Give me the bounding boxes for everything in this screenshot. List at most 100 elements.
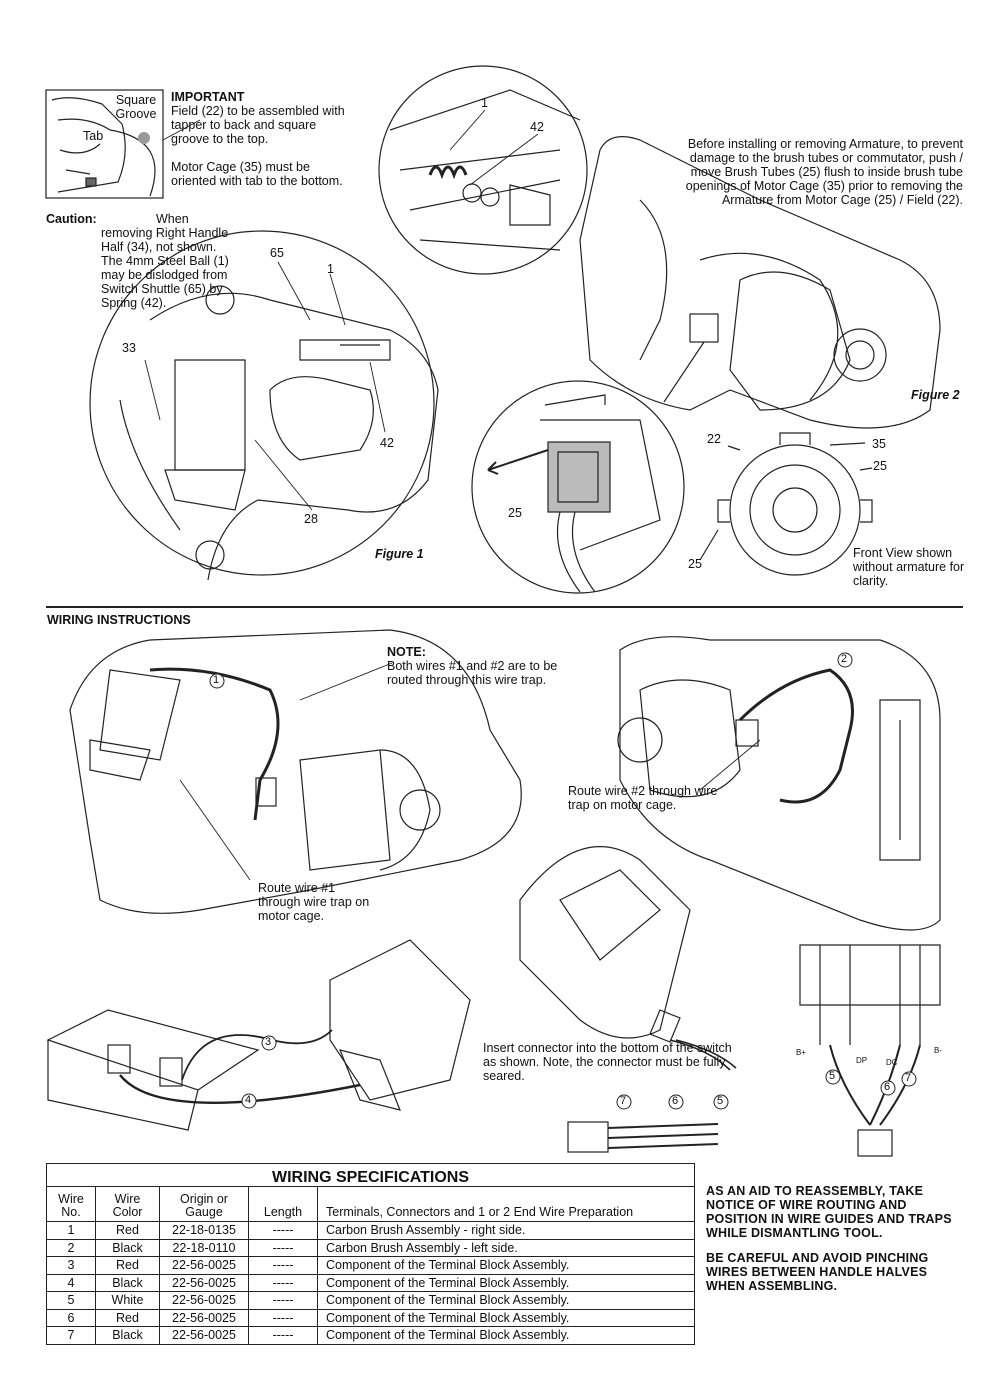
origin-cell: 22-56-0025 bbox=[159, 1256, 249, 1275]
note-heading: NOTE: bbox=[387, 645, 426, 659]
description-cell: Carbon Brush Assembly - left side. bbox=[317, 1238, 695, 1257]
wire-color-cell: Black bbox=[95, 1326, 160, 1345]
wire-no-cell: 1 bbox=[46, 1221, 96, 1240]
wire-color-cell: Black bbox=[95, 1238, 160, 1257]
description-cell: Component of the Terminal Block Assembly… bbox=[317, 1273, 695, 1292]
front-view-note: Front View shown without armature for cl… bbox=[853, 546, 965, 588]
wire-color-cell: Black bbox=[95, 1273, 160, 1292]
caution-text-wrap: When removing Right Handle Half (34), no… bbox=[46, 212, 346, 310]
wire-3-label: 3 bbox=[265, 1036, 272, 1048]
origin-cell: 22-18-0135 bbox=[159, 1221, 249, 1240]
origin-cell: 22-56-0025 bbox=[159, 1273, 249, 1292]
wire-no-cell: 4 bbox=[46, 1273, 96, 1292]
caution-text: When removing Right Handle Half (34), no… bbox=[101, 212, 229, 310]
wiring-specifications-table: WIRING SPECIFICATIONS Wire No. Wire Colo… bbox=[46, 1163, 695, 1345]
terminal-dc: DC bbox=[886, 1058, 898, 1067]
wire-1-label: 1 bbox=[213, 674, 220, 686]
table-header-row: Wire No. Wire Color Origin or Gauge Leng… bbox=[46, 1186, 695, 1222]
description-cell: Carbon Brush Assembly - right side. bbox=[317, 1221, 695, 1240]
length-cell: ----- bbox=[248, 1291, 318, 1310]
description-cell: Component of the Terminal Block Assembly… bbox=[317, 1308, 695, 1327]
callout-42: 42 bbox=[380, 436, 394, 450]
origin-cell: 22-56-0025 bbox=[159, 1308, 249, 1327]
comb-wire-5-label: 5 bbox=[829, 1070, 836, 1082]
description-cell: Component of the Terminal Block Assembly… bbox=[317, 1291, 695, 1310]
wire-color-cell: White bbox=[95, 1291, 160, 1310]
section-divider bbox=[46, 606, 963, 608]
callout-1-top: 1 bbox=[481, 96, 488, 110]
wire-no-cell: 7 bbox=[46, 1326, 96, 1345]
comb-wire-7-label: 7 bbox=[905, 1072, 912, 1084]
callout-22: 22 bbox=[707, 432, 721, 446]
wire-no-cell: 3 bbox=[46, 1256, 96, 1275]
figure2-caption: Figure 2 bbox=[911, 388, 960, 402]
description-cell: Component of the Terminal Block Assembly… bbox=[317, 1326, 695, 1345]
wire-no-cell: 5 bbox=[46, 1291, 96, 1310]
figure1-circle bbox=[89, 230, 435, 576]
length-cell: ----- bbox=[248, 1273, 318, 1292]
length-cell: ----- bbox=[248, 1238, 318, 1257]
wire-trap-note: NOTE: Both wires #1 and #2 are to be rou… bbox=[387, 645, 587, 687]
origin-cell: 22-56-0025 bbox=[159, 1326, 249, 1345]
length-cell: ----- bbox=[248, 1221, 318, 1240]
note-text: Both wires #1 and #2 are to be routed th… bbox=[387, 659, 558, 687]
caution-note: Caution: bbox=[46, 212, 148, 226]
terminal-bplus: B+ bbox=[796, 1048, 807, 1057]
callout-35: 35 bbox=[872, 437, 886, 451]
callout-25-right: 25 bbox=[873, 459, 887, 473]
callout-25-detail: 25 bbox=[508, 506, 522, 520]
wire-4-label: 4 bbox=[245, 1094, 252, 1106]
figure1-caption: Figure 1 bbox=[375, 547, 424, 561]
wire-6-label: 6 bbox=[672, 1095, 679, 1107]
reassembly-note-2: BE CAREFUL AND AVOID PINCHING WIRES BETW… bbox=[706, 1251, 929, 1293]
reassembly-note-1: AS AN AID TO REASSEMBLY, TAKE NOTICE OF … bbox=[706, 1184, 952, 1240]
important-note: IMPORTANT Field (22) to be assembled wit… bbox=[171, 90, 346, 188]
header-length: Length bbox=[248, 1186, 318, 1222]
insert-connector-note: Insert connector into the bottom of the … bbox=[483, 1041, 732, 1083]
wire-5-label: 5 bbox=[717, 1095, 724, 1107]
length-cell: ----- bbox=[248, 1308, 318, 1327]
field-assembly-note: Field (22) to be assembled with tapper t… bbox=[171, 104, 345, 146]
figure2-detail-circle bbox=[471, 380, 685, 594]
important-heading: IMPORTANT bbox=[171, 90, 245, 104]
callout-1: 1 bbox=[327, 262, 334, 276]
motor-cage-note: Motor Cage (35) must be oriented with ta… bbox=[171, 160, 343, 188]
origin-cell: 22-56-0025 bbox=[159, 1291, 249, 1310]
header-wire-color: Wire Color bbox=[95, 1186, 160, 1222]
wire-color-cell: Red bbox=[95, 1256, 160, 1275]
terminal-dp: DP bbox=[856, 1056, 868, 1065]
route-wire1-note: Route wire #1 through wire trap on motor… bbox=[258, 881, 370, 923]
header-terminals: Terminals, Connectors and 1 or 2 End Wir… bbox=[317, 1186, 695, 1222]
callout-42-top: 42 bbox=[530, 120, 544, 134]
terminal-bminus: B- bbox=[934, 1046, 942, 1055]
header-origin: Origin or Gauge bbox=[159, 1186, 249, 1222]
origin-cell: 22-18-0110 bbox=[159, 1238, 249, 1257]
comb-wire-6-label: 6 bbox=[884, 1081, 891, 1093]
square-groove-label: Square Groove bbox=[115, 93, 157, 121]
description-cell: Component of the Terminal Block Assembly… bbox=[317, 1256, 695, 1275]
caution-label: Caution: bbox=[46, 212, 97, 226]
header-wire-no: Wire No. bbox=[46, 1186, 96, 1222]
callout-25-front: 25 bbox=[688, 557, 702, 571]
route-wire2-note: Route wire #2 through wire trap on motor… bbox=[568, 784, 718, 812]
armature-note: Before installing or removing Armature, … bbox=[685, 137, 963, 207]
wire-2-label: 2 bbox=[841, 653, 848, 665]
wire-no-cell: 2 bbox=[46, 1238, 96, 1257]
length-cell: ----- bbox=[248, 1326, 318, 1345]
callout-65: 65 bbox=[270, 246, 284, 260]
wire-color-cell: Red bbox=[95, 1308, 160, 1327]
inset-frame bbox=[45, 89, 164, 199]
callout-28: 28 bbox=[304, 512, 318, 526]
tab-label: Tab bbox=[83, 129, 104, 143]
table-title: WIRING SPECIFICATIONS bbox=[46, 1163, 695, 1187]
length-cell: ----- bbox=[248, 1256, 318, 1275]
